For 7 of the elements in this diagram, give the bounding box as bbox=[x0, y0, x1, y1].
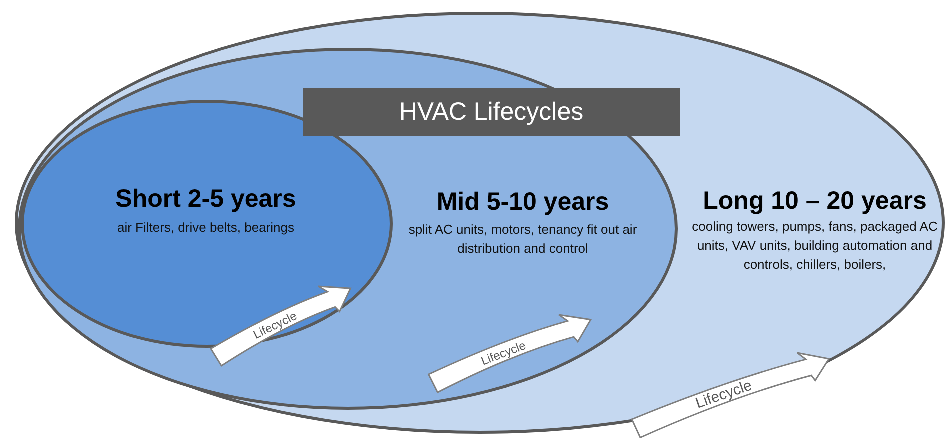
heading: Short 2-5 years bbox=[114, 185, 298, 214]
title-banner: HVAC Lifecycles bbox=[303, 88, 680, 136]
description: split AC units, motors, tenancy fit out air distribution and control bbox=[408, 221, 638, 258]
description: cooling towers, pumps, fans, packaged AC units, VAV units, building automation and controls, chillers, boilers, bbox=[691, 218, 939, 274]
heading: Mid 5-10 years bbox=[436, 188, 610, 217]
heading: Long 10 – 20 years bbox=[702, 187, 928, 216]
description: air Filters, drive belts, bearings bbox=[116, 219, 296, 237]
